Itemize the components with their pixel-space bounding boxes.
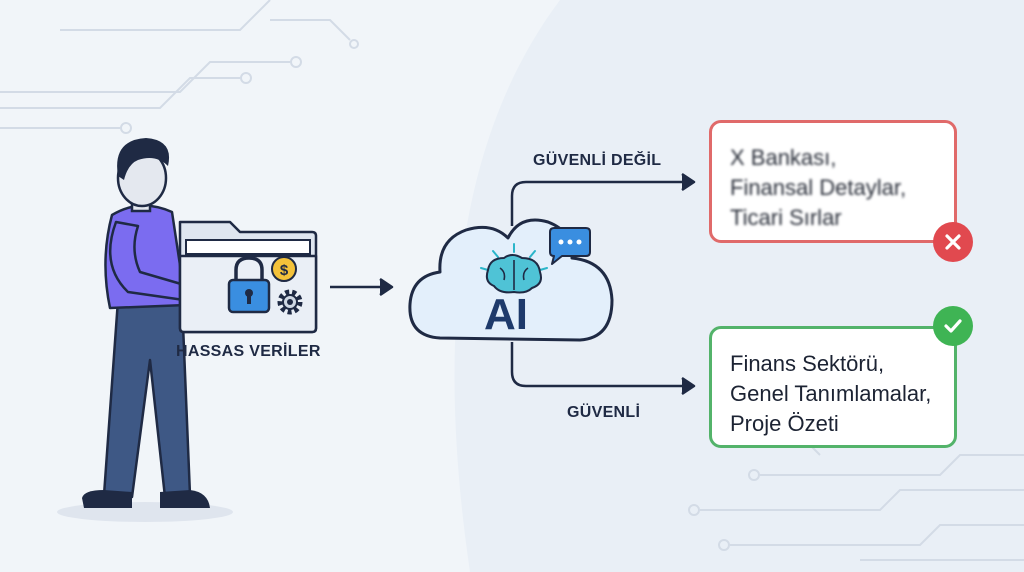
x-icon: [933, 222, 973, 262]
svg-text:$: $: [280, 262, 289, 279]
circuit-traces-left: [0, 0, 359, 134]
person-figure: [57, 138, 233, 522]
route-label-unsafe: GÜVENLİ DEĞİL: [533, 152, 662, 169]
lock-icon: [227, 256, 271, 314]
arrow-to-ai: [330, 277, 394, 297]
safe-output-card: Finans Sektörü, Genel Tanımlamalar, Proj…: [709, 326, 957, 448]
gear-icon: [277, 289, 303, 315]
check-icon: [933, 306, 973, 346]
route-label-safe: GÜVENLİ: [567, 404, 641, 421]
safe-line-3: Proje Özeti: [730, 411, 839, 436]
brain-icon: [480, 243, 548, 294]
sensitive-data-folder: [178, 220, 318, 334]
unsafe-line-3: Ticari Sırlar: [730, 205, 842, 230]
safe-line-2: Genel Tanımlamalar,: [730, 381, 932, 406]
ai-label: AI: [484, 290, 528, 339]
unsafe-line-1: X Bankası,: [730, 145, 837, 170]
branch-arrow-unsafe: [510, 172, 696, 226]
unsafe-output-card: X Bankası, Finansal Detaylar, Ticari Sır…: [709, 120, 957, 243]
branch-arrow-safe: [510, 342, 696, 396]
folder-label: HASSAS VERİLER: [176, 343, 321, 360]
dollar-coin-icon: $: [271, 256, 297, 282]
safe-line-1: Finans Sektörü,: [730, 351, 885, 376]
circuit-traces-right: [688, 430, 1024, 561]
unsafe-line-2: Finansal Detaylar,: [730, 175, 907, 200]
chat-bubble-icon: [549, 227, 591, 265]
